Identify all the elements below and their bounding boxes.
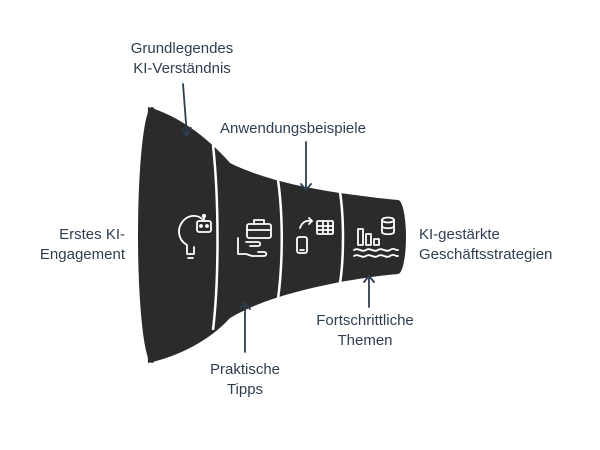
label-line: KI-gestärkte xyxy=(419,226,500,243)
label-line: Geschäftsstrategien xyxy=(419,246,553,263)
label-anwendung: Anwendungsbeispiele xyxy=(220,119,366,139)
lightbulb-robot-icon xyxy=(178,213,212,259)
separator-3 xyxy=(338,191,345,284)
label-line: Grundlegendes xyxy=(130,40,234,57)
label-fortschrittliche-themen: Fortschrittliche Themen xyxy=(300,311,430,351)
label-line: Erstes KI- xyxy=(59,226,125,243)
separator-2 xyxy=(276,179,283,300)
label-line: Anwendungsbeispiele xyxy=(220,120,366,137)
briefcase-hand-icon xyxy=(237,219,272,257)
label-line: Tipps xyxy=(226,381,264,398)
label-line: Themen xyxy=(337,332,393,349)
label-geschaeftsstrategien: KI-gestärkte Geschäftsstrategien xyxy=(419,225,552,265)
label-line: Fortschrittliche xyxy=(316,312,414,329)
funnel-end-cap xyxy=(390,200,406,274)
arrow-fortschrittlich xyxy=(363,275,375,308)
label-line: Engagement xyxy=(39,246,125,263)
label-praktische-tipps: Praktische Tipps xyxy=(185,360,305,400)
label-grundlegendes: Grundlegendes KI-Verständnis xyxy=(122,39,242,79)
funnel-rim xyxy=(138,107,166,363)
separator-1 xyxy=(211,144,219,331)
label-erstes-engagement: Erstes KI- Engagement xyxy=(40,225,125,265)
phone-table-icon xyxy=(296,217,334,254)
funnel-body xyxy=(146,107,398,363)
chart-database-icon xyxy=(353,216,399,258)
label-line: KI-Verständnis xyxy=(133,60,231,77)
arrow-grundlegendes xyxy=(181,83,192,137)
label-line: Praktische xyxy=(209,361,281,378)
arrow-praktisch xyxy=(239,302,251,353)
arrow-anwendung xyxy=(300,141,312,191)
